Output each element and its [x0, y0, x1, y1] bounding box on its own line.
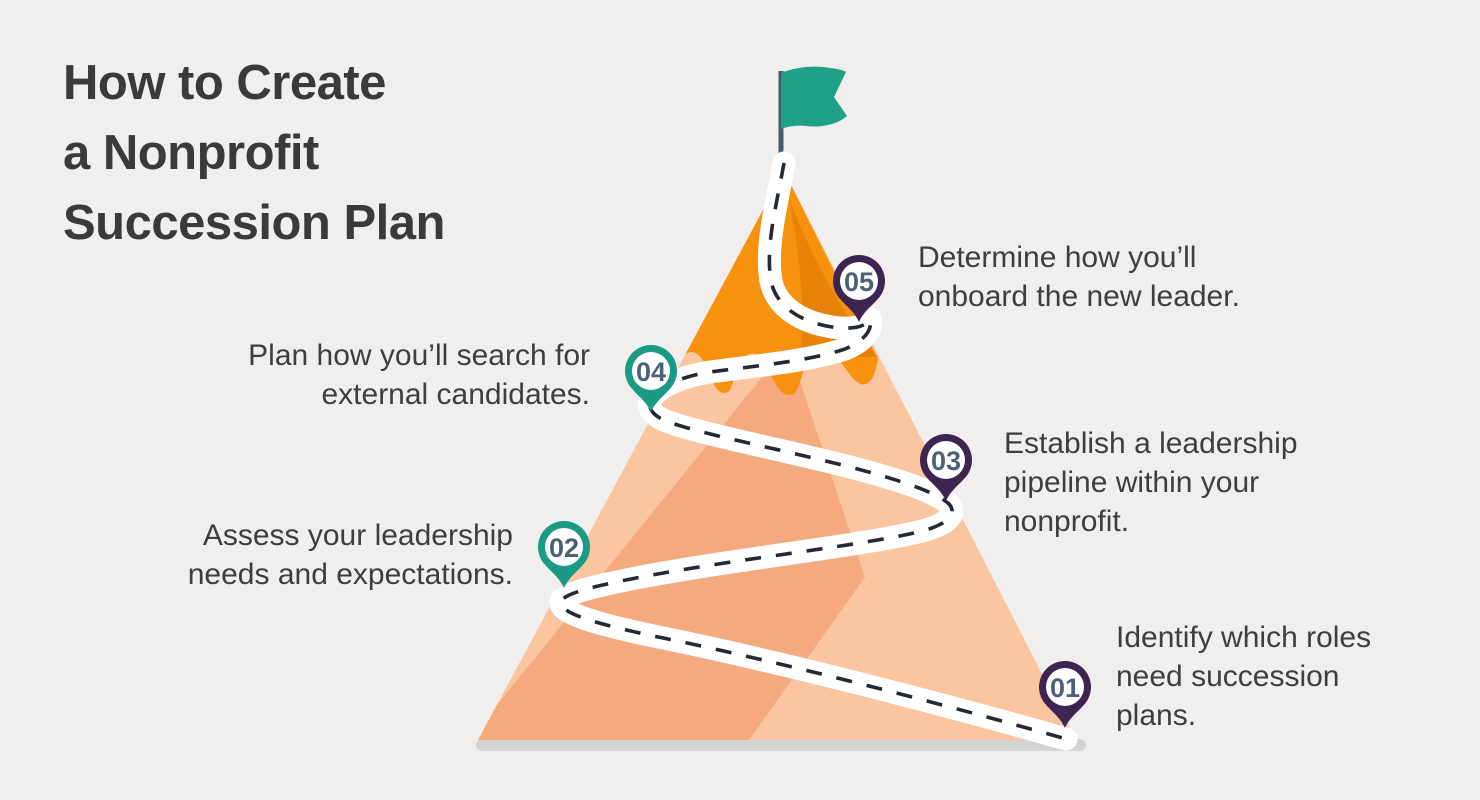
step-1-line: need succession [1116, 660, 1340, 693]
step-3-line: pipeline within your [1004, 466, 1260, 499]
step-3-line: nonprofit. [1004, 505, 1130, 538]
page-title-line: Succession Plan [63, 196, 445, 250]
map-pin-04: 04 [625, 345, 677, 412]
pin-number-label: 04 [636, 357, 666, 387]
step-4-line: external candidates. [321, 378, 590, 411]
page-title-line: How to Create [63, 56, 386, 110]
map-pin-02: 02 [538, 521, 590, 588]
step-5-label: Determine how you’ll onboard the new lea… [918, 238, 1240, 316]
step-2-label: Assess your leadership needs and expecta… [188, 516, 513, 594]
ground-bar [476, 739, 1086, 751]
road-center-dashes [559, 162, 1067, 741]
pin-number-label: 01 [1050, 673, 1080, 703]
step-2-line: Assess your leadership [202, 519, 513, 552]
pin-number-background [632, 352, 670, 390]
pin-number-background [840, 262, 878, 300]
pin-number-background [545, 528, 583, 566]
flag-icon [781, 66, 847, 129]
step-4-line: Plan how you’ll search for [248, 339, 590, 372]
page-title: How to Create a Nonprofit Succession Pla… [63, 48, 445, 258]
pin-number-label: 02 [549, 533, 579, 563]
step-1-line: plans. [1116, 699, 1197, 732]
step-5-line: onboard the new leader. [918, 280, 1240, 313]
map-pin-05: 05 [833, 255, 885, 322]
pin-number-background [1046, 668, 1084, 706]
pin-number-label: 03 [931, 446, 961, 476]
step-2-line: needs and expectations. [187, 558, 513, 591]
map-pin-01: 01 [1039, 661, 1091, 728]
step-5-line: Determine how you’ll [918, 241, 1197, 274]
step-3-line: Establish a leadership [1004, 427, 1298, 460]
step-4-label: Plan how you’ll search for external cand… [248, 336, 590, 414]
step-1-label: Identify which roles need succession pla… [1116, 618, 1371, 735]
page-title-line: a Nonprofit [63, 126, 319, 180]
pin-number-label: 05 [844, 267, 874, 297]
pin-number-background [927, 441, 965, 479]
step-1-line: Identify which roles [1116, 621, 1372, 654]
step-3-label: Establish a leadership pipeline within y… [1004, 424, 1298, 541]
map-pin-03: 03 [920, 434, 972, 501]
